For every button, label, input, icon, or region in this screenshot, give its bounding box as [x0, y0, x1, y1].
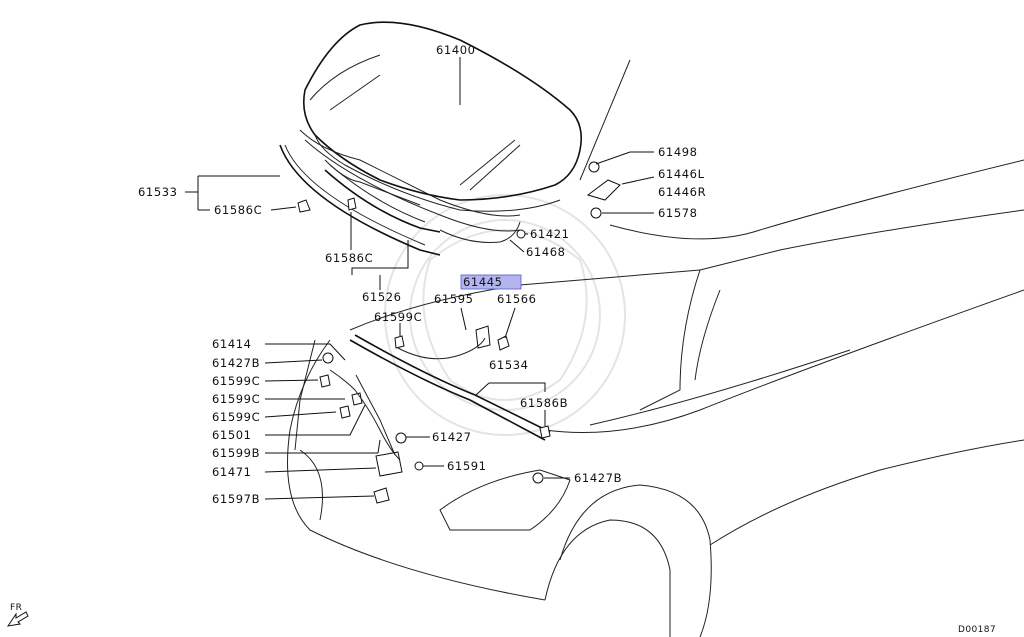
label-61400[interactable]: 61400: [436, 43, 476, 57]
label-61427B-b[interactable]: 61427B: [574, 471, 622, 485]
label-61586C-a[interactable]: 61586C: [214, 203, 262, 217]
label-61498[interactable]: 61498: [658, 145, 698, 159]
hood-inner-frame: [299, 129, 521, 243]
release-cable-61414: [329, 337, 486, 461]
label-61446L[interactable]: 61446L: [658, 167, 705, 181]
label-61468[interactable]: 61468: [526, 245, 566, 259]
part-labels: 61400 61498 61446L 61446R 61578 61533 61…: [138, 43, 706, 506]
leader-lines: [185, 57, 655, 500]
label-61586B[interactable]: 61586B: [520, 396, 568, 410]
label-61578[interactable]: 61578: [658, 206, 698, 220]
label-61595[interactable]: 61595: [434, 292, 474, 306]
label-61533[interactable]: 61533: [138, 185, 178, 199]
weatherstrip-61534: [349, 334, 551, 441]
label-61421[interactable]: 61421: [530, 227, 570, 241]
label-61597B[interactable]: 61597B: [212, 492, 260, 506]
label-61599C-a[interactable]: 61599C: [374, 310, 422, 324]
seal-strip-61533: [279, 144, 441, 256]
diagram-code: D00187: [958, 625, 996, 635]
highlight-61445-box: [460, 274, 522, 290]
label-61526[interactable]: 61526: [362, 290, 402, 304]
hinge-and-fasteners: [297, 161, 621, 504]
label-61599C-b[interactable]: 61599C: [212, 374, 260, 388]
label-61566[interactable]: 61566: [497, 292, 537, 306]
car-body-outline: [287, 59, 1024, 637]
label-61427[interactable]: 61427: [432, 430, 472, 444]
label-61445[interactable]: 61445: [463, 275, 503, 289]
label-61414[interactable]: 61414: [212, 337, 252, 351]
label-61471[interactable]: 61471: [212, 465, 252, 479]
label-61599B[interactable]: 61599B: [212, 446, 260, 460]
label-61586C-b[interactable]: 61586C: [325, 251, 373, 265]
seal-strip-61526: [324, 164, 441, 233]
label-61534[interactable]: 61534: [489, 358, 529, 372]
label-61427B-a[interactable]: 61427B: [212, 356, 260, 370]
fr-label: FR: [10, 603, 22, 613]
label-61446R[interactable]: 61446R: [658, 185, 706, 199]
label-61501[interactable]: 61501: [212, 428, 252, 442]
label-61599C-d[interactable]: 61599C: [212, 410, 260, 424]
label-61591[interactable]: 61591: [447, 459, 487, 473]
hood-panel-61400: [302, 21, 583, 212]
front-direction-marker: FR: [6, 603, 29, 627]
label-61599C-c[interactable]: 61599C: [212, 392, 260, 406]
fr-arrow-icon: [6, 611, 29, 627]
